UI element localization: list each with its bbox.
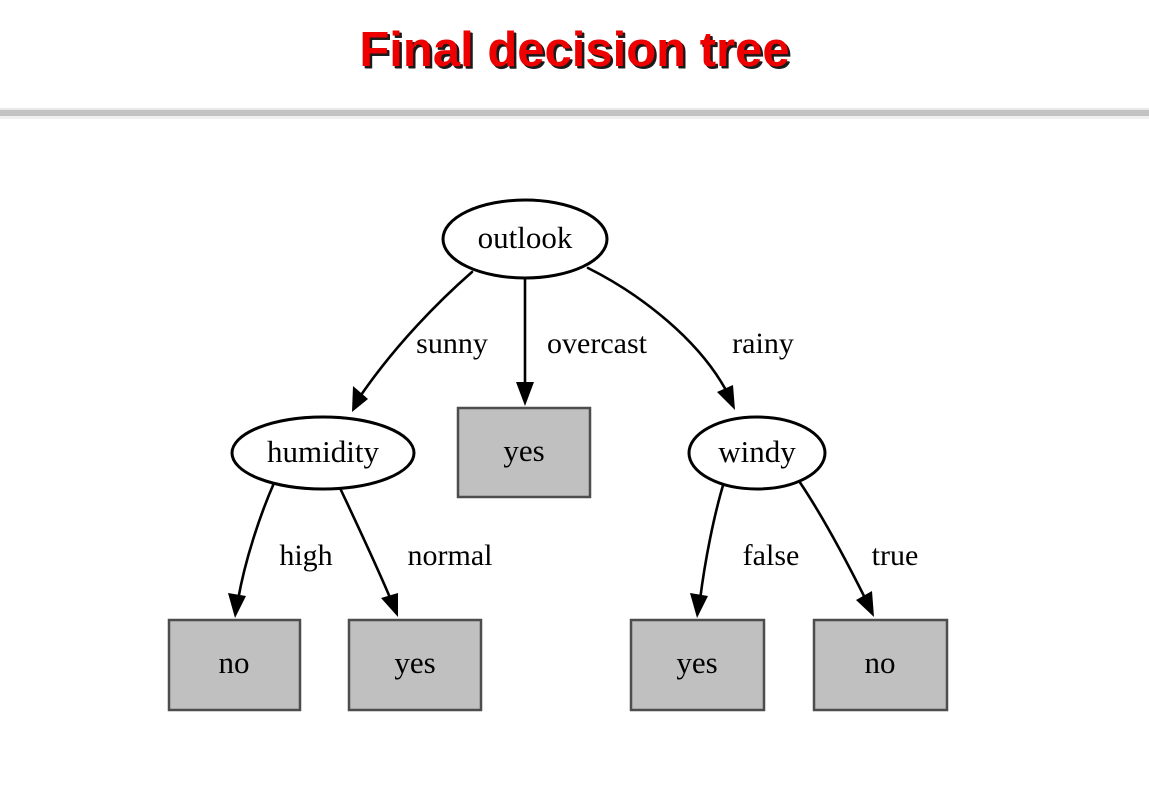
node-humidity[interactable]: humidity <box>230 415 416 491</box>
page-title: Final decision tree <box>359 22 790 77</box>
edge-sunny <box>352 270 474 412</box>
edge-overcast-arrowhead <box>516 382 534 406</box>
node-humidity-shape <box>230 415 416 491</box>
edge-label-overcast: overcast <box>547 327 648 360</box>
edge-label-true: true <box>872 539 919 572</box>
leaf-false-yes-shape <box>629 618 766 712</box>
leaf-overcast-yes-label: yes <box>503 433 544 468</box>
edge-label-sunny: sunny <box>416 327 488 360</box>
node-windy[interactable]: windy <box>687 415 827 491</box>
node-outlook-shape <box>441 198 609 280</box>
leaf-normal-yes[interactable]: yes <box>347 618 483 712</box>
edge-rainy-line <box>586 266 730 396</box>
edge-rainy <box>586 266 735 410</box>
title-divider <box>0 108 1149 119</box>
edge-true <box>797 479 874 617</box>
edge-true-arrowhead <box>856 591 874 617</box>
divider-band <box>0 110 1149 116</box>
edge-label-high: high <box>279 539 332 572</box>
node-humidity-label: humidity <box>267 434 379 469</box>
divider-highlight-bottom <box>0 116 1149 119</box>
edge-normal <box>338 486 398 617</box>
edge-true-line <box>797 479 868 602</box>
node-outlook-label: outlook <box>478 220 573 255</box>
leaf-true-no-shape <box>812 618 949 712</box>
edge-overcast <box>516 277 534 406</box>
leaf-high-no[interactable]: no <box>167 618 302 712</box>
leaf-overcast-yes[interactable]: yes <box>456 406 592 499</box>
node-windy-label: windy <box>718 434 796 469</box>
leaf-high-no-shape <box>167 618 302 712</box>
leaf-overcast-yes-shape <box>456 406 592 499</box>
node-windy-shape <box>687 415 827 491</box>
leaf-normal-yes-shape <box>347 618 483 712</box>
edge-high-arrowhead <box>228 593 246 618</box>
edge-false-arrowhead <box>690 593 708 618</box>
edge-label-normal: normal <box>408 539 493 572</box>
leaf-false-yes[interactable]: yes <box>629 618 766 712</box>
edge-normal-arrowhead <box>381 593 398 617</box>
edge-sunny-line <box>357 270 474 400</box>
edge-false <box>690 480 726 618</box>
leaf-false-yes-label: yes <box>676 645 717 680</box>
leaf-true-no[interactable]: no <box>812 618 949 712</box>
leaf-high-no-label: no <box>219 645 250 680</box>
leaf-true-no-label: no <box>865 645 896 680</box>
edge-high-line <box>236 481 276 602</box>
node-outlook[interactable]: outlook <box>441 198 609 280</box>
edge-rainy-arrowhead <box>717 385 735 410</box>
edge-label-false: false <box>743 539 800 572</box>
title-area: Final decision tree <box>0 0 1149 100</box>
edge-high <box>228 481 276 618</box>
edge-normal-line <box>338 486 393 602</box>
divider-highlight-top <box>0 108 1149 110</box>
leaf-normal-yes-label: yes <box>394 645 435 680</box>
edge-label-rainy: rainy <box>732 327 794 360</box>
edge-false-line <box>698 480 726 602</box>
edge-sunny-arrowhead <box>352 386 368 412</box>
